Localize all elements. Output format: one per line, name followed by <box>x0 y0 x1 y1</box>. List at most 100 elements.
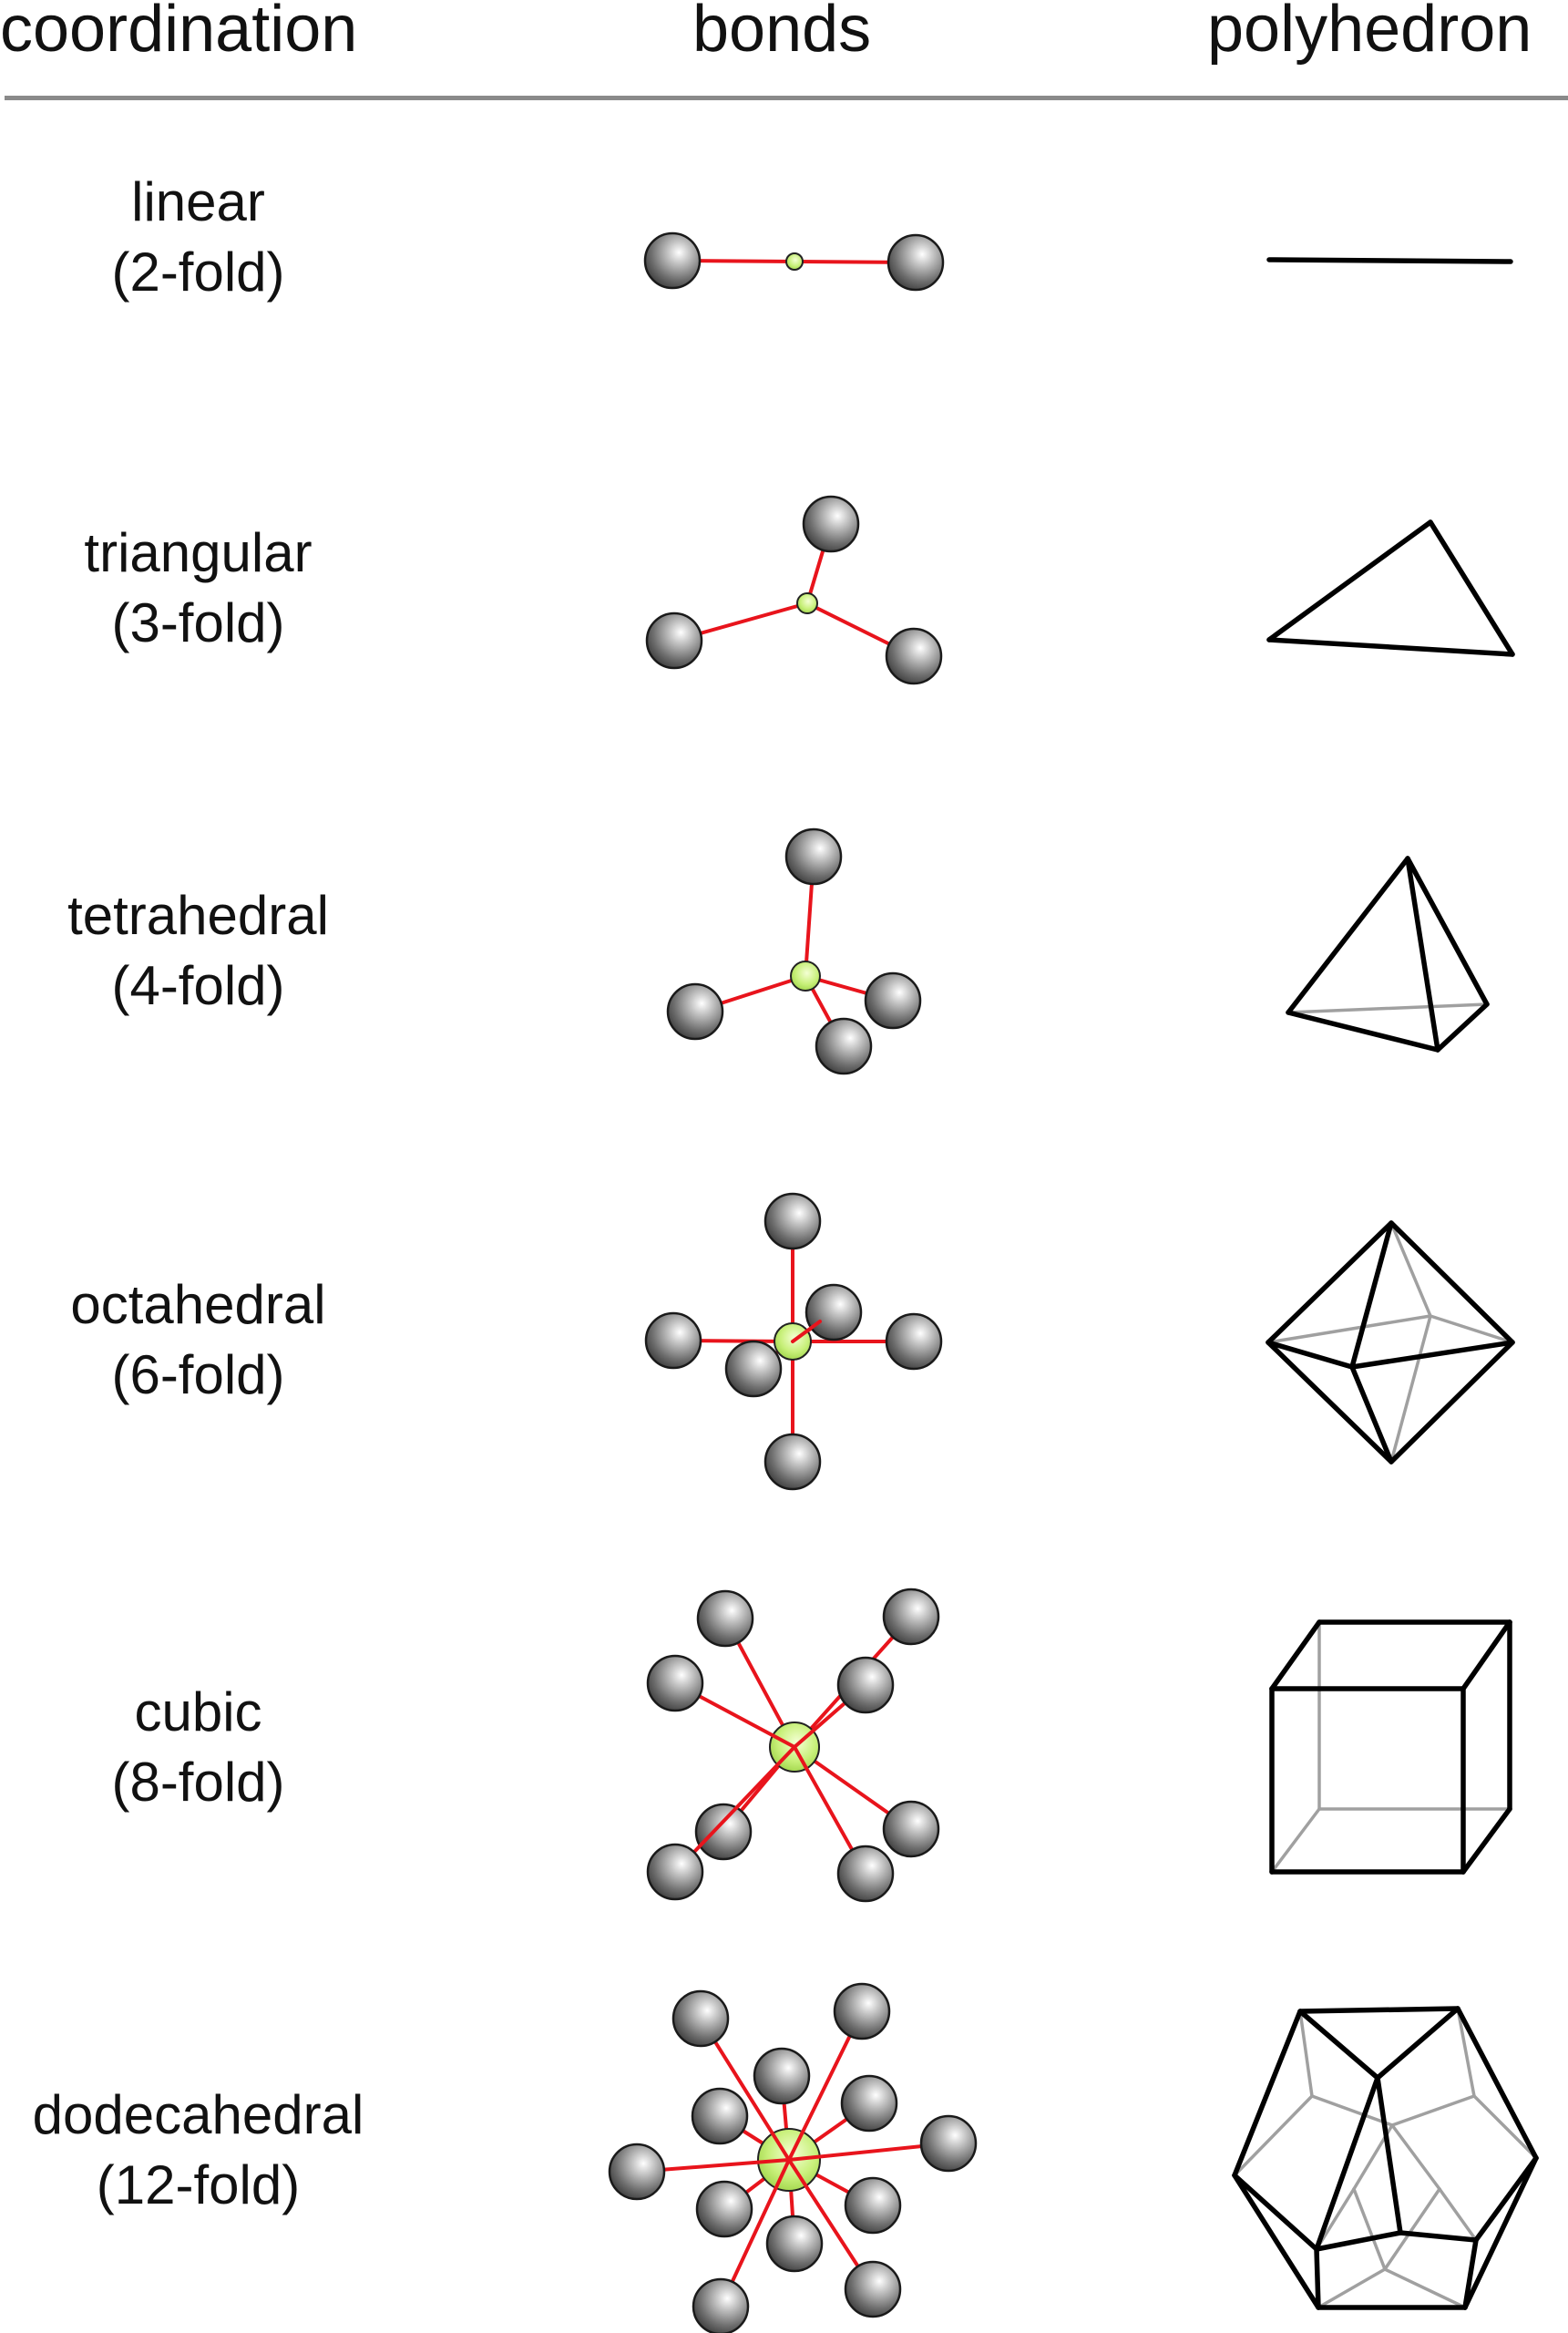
ligand-atom <box>645 612 703 670</box>
ligand-atom <box>815 1017 873 1075</box>
ligand-atom <box>764 1433 822 1491</box>
polyhedron-edge <box>1405 856 1440 1053</box>
label-tetrahedral: tetrahedral (4-fold) <box>0 880 396 1021</box>
ligand-atom <box>671 1989 730 2048</box>
ligand-atom <box>885 627 943 685</box>
bond-line <box>673 1745 796 1874</box>
polyhedron-edge-hidden <box>1286 1002 1489 1014</box>
ligand-atom <box>836 1845 895 1903</box>
polyhedron-edge <box>1266 1340 1355 1370</box>
ligand-atom <box>753 2047 811 2105</box>
polyhedron-edge-hidden <box>1310 2094 1394 2127</box>
polyhedron-edge <box>1405 856 1490 1007</box>
polyhedron-edge <box>1462 2155 1539 2310</box>
polyhedron-edge-hidden <box>1233 2094 1314 2177</box>
label-cubic: cubic (8-fold) <box>0 1677 396 1817</box>
polyhedron-edge-hidden <box>1456 2007 1476 2098</box>
polyhedron-edge-hidden <box>1472 2094 1538 2160</box>
polyhedron-triangle <box>1266 519 1515 657</box>
ligand-atom <box>643 231 702 290</box>
header-coordination: coordination <box>0 0 358 66</box>
ligand-atom <box>644 1311 702 1370</box>
bonds-column <box>608 231 978 2333</box>
polyhedron-edge <box>1375 2075 1403 2235</box>
polyhedron-edge <box>1455 2006 1539 2161</box>
bonds-linear <box>643 231 945 292</box>
label-cubic-fold: (8-fold) <box>111 1752 285 1813</box>
polyhedron-edge <box>1375 2006 1460 2081</box>
bonds-dodecahedral <box>608 1982 978 2333</box>
polyhedron-edge <box>1460 1619 1512 1691</box>
polyhedron-edge <box>1286 856 1410 1015</box>
label-linear: linear (2-fold) <box>0 167 396 307</box>
polyhedron-cuboctahedron <box>1232 2006 1539 2310</box>
polyhedron-edge <box>1297 2009 1380 2081</box>
polyhedron-edge <box>1232 2009 1303 2178</box>
label-triangular-name: triangular <box>84 522 313 583</box>
label-cubic-name: cubic <box>134 1681 262 1742</box>
header-rule <box>5 96 1568 100</box>
ligand-atom <box>844 2176 902 2235</box>
label-dodecahedral-name: dodecahedral <box>32 2084 364 2145</box>
polyhedron-edge <box>1349 1220 1394 1370</box>
polyhedron-edge <box>1435 1002 1490 1053</box>
polyhedron-edge <box>1473 2155 1539 2243</box>
ligand-atom <box>844 2260 902 2318</box>
polyhedron-edge <box>1266 1340 1394 1465</box>
label-tetrahedral-fold: (4-fold) <box>111 955 285 1016</box>
polyhedron-edge <box>1269 1619 1322 1691</box>
polyhedron-edge-hidden <box>1383 2267 1467 2309</box>
ligand-atom <box>666 982 724 1041</box>
bonds-cubic <box>646 1588 940 1903</box>
polyhedron-edge-hidden <box>1317 2267 1387 2309</box>
label-triangular: triangular (3-fold) <box>0 518 396 658</box>
ligand-atom <box>840 2074 898 2133</box>
ligand-atom <box>646 1843 704 1901</box>
polyhedron-edge-hidden <box>1438 2187 1478 2242</box>
polyhedron-tetrahedron <box>1286 856 1490 1053</box>
label-dodecahedral: dodecahedral (12-fold) <box>0 2080 396 2220</box>
ligand-atom <box>694 1803 753 1861</box>
ligand-atom <box>802 495 860 553</box>
polyhedron-cube <box>1269 1619 1512 1875</box>
polyhedron-edge-hidden <box>1389 1314 1432 1464</box>
polyhedron-edge-hidden <box>1390 2094 1476 2127</box>
bonds-triangular <box>645 495 943 685</box>
polyhedron-edge <box>1460 1806 1512 1875</box>
ligand-atom <box>833 1982 891 2040</box>
polyhedron-edge <box>1314 2246 1321 2310</box>
polyhedron-edge-hidden <box>1383 2187 1441 2271</box>
label-linear-fold: (2-fold) <box>111 242 285 303</box>
polyhedron-edge <box>1266 519 1433 642</box>
label-octahedral-name: octahedral <box>70 1274 326 1335</box>
ligand-atom <box>765 2215 824 2273</box>
ligand-atom <box>764 1192 822 1250</box>
ligand-atom <box>885 1312 943 1371</box>
ligand-atom <box>886 233 945 292</box>
polyhedron-edge <box>1349 1340 1515 1370</box>
ligand-atom <box>695 2180 753 2238</box>
center-atom <box>785 252 804 271</box>
polyhedron-column <box>1232 257 1539 2310</box>
polyhedron-edge <box>1398 2230 1479 2243</box>
label-tetrahedral-name: tetrahedral <box>67 885 329 946</box>
bonds-tetrahedral <box>666 827 922 1075</box>
polyhedron-edge <box>1232 2173 1319 2252</box>
polyhedron-edge-hidden <box>1270 1807 1321 1874</box>
ligand-atom <box>692 2277 750 2333</box>
polyhedron-edge-hidden <box>1298 2009 1314 2098</box>
bond-line <box>791 1320 822 1343</box>
label-octahedral-fold: (6-fold) <box>111 1344 285 1405</box>
polyhedron-edge <box>1286 1010 1440 1053</box>
ligand-atom <box>646 1654 704 1712</box>
ligand-atom <box>864 971 922 1030</box>
center-atom <box>796 592 818 614</box>
polyhedron-edge <box>1428 519 1515 657</box>
ligand-atom <box>691 2087 749 2145</box>
label-linear-name: linear <box>131 171 265 232</box>
header-bonds: bonds <box>692 0 872 66</box>
polyhedron-edge-hidden <box>1389 1221 1432 1318</box>
ligand-atom <box>919 2114 978 2173</box>
ligand-atom <box>696 1589 754 1648</box>
ligand-atom <box>804 1283 863 1341</box>
